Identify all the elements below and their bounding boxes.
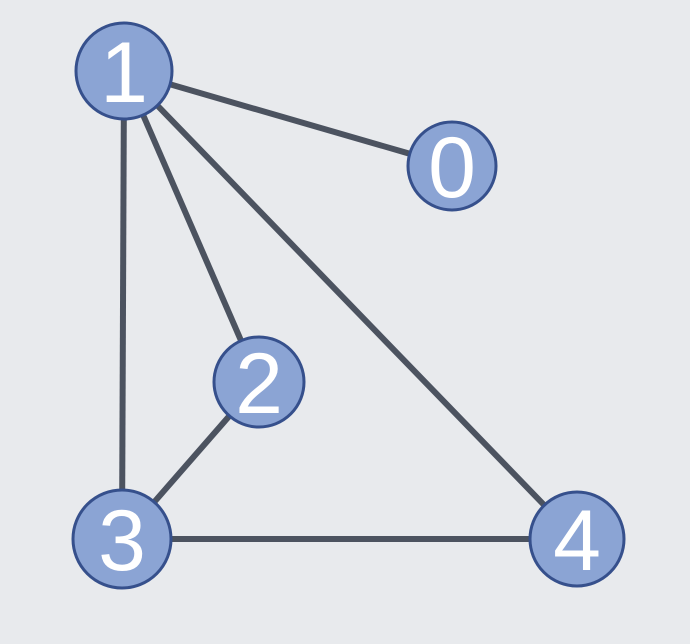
graph-node-circle-2[interactable] — [212, 335, 306, 429]
node-layer: 0 1 23 4 — [71, 21, 626, 590]
graph-edge-2-3[interactable] — [150, 412, 233, 506]
graph-node-3[interactable]: 3 — [71, 488, 173, 590]
graph-edge-1-0[interactable] — [167, 80, 413, 158]
graph-node-1[interactable]: 1 — [74, 21, 174, 121]
graph-node-0[interactable]: 0 — [406, 120, 498, 216]
graph-edge-1-4[interactable] — [153, 101, 548, 509]
edge-layer — [119, 80, 548, 542]
graph-node-label-1: 1 — [100, 25, 148, 121]
graph-edge-1-3[interactable] — [119, 116, 127, 493]
graph-node-label-3: 3 — [98, 493, 146, 589]
graph-node-circle-1[interactable] — [74, 21, 174, 121]
graph-node-label-0: 0 — [428, 120, 476, 216]
graph-node-circle-0[interactable] — [406, 120, 498, 212]
graph-node-circle-3[interactable] — [71, 488, 173, 590]
graph-node-2[interactable]: 2 — [212, 335, 306, 432]
graph-node-circle-4[interactable] — [528, 490, 626, 588]
graph-node-4[interactable]: 4 — [528, 490, 626, 589]
graph-edge-1-2[interactable] — [139, 112, 245, 344]
graph-node-label-4: 4 — [553, 493, 601, 589]
graph-node-label-2: 2 — [235, 336, 283, 432]
